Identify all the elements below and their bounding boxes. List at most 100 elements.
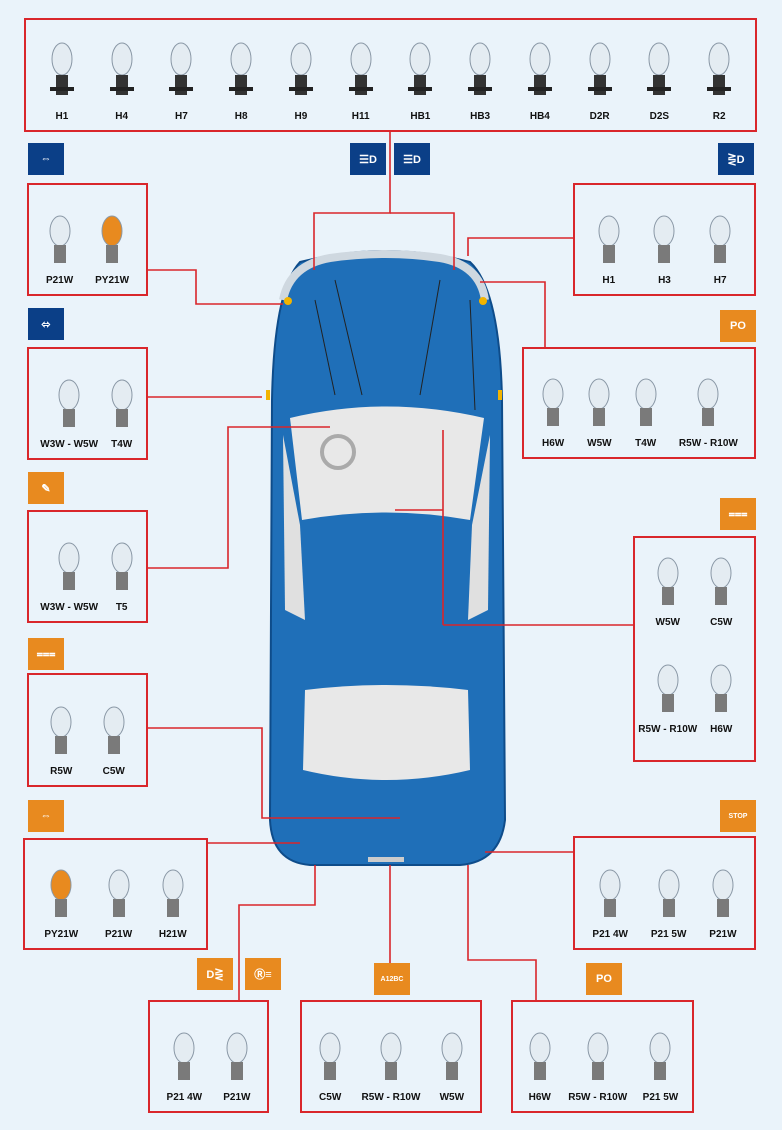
front-indicator-box: P21W PY21W bbox=[27, 183, 148, 296]
bulb-label: W5W bbox=[655, 617, 680, 628]
bulb-h8: H8 bbox=[228, 41, 254, 122]
bulb-label: H6W bbox=[528, 1092, 551, 1103]
bulb-icon bbox=[109, 42, 134, 95]
bulb-label: C5W bbox=[710, 617, 733, 628]
bulb-r5w-r10w: R5W - R10W bbox=[679, 376, 738, 449]
interior-light-icon: ✎ bbox=[28, 472, 64, 504]
bulb-label: P21W bbox=[709, 929, 737, 940]
bulb-label: P21W bbox=[104, 929, 133, 940]
bulb-icon bbox=[599, 869, 621, 917]
bulb-h7: H7 bbox=[168, 41, 194, 122]
high-beam-icon: ☰D bbox=[394, 143, 430, 175]
fog-lamp-box: H1 H3 H7 bbox=[573, 183, 756, 296]
boot-light-icon: ⩶ bbox=[28, 638, 64, 670]
bulb-icon bbox=[49, 215, 71, 263]
bulb-label: R2 bbox=[712, 111, 726, 122]
bulb-icon bbox=[111, 542, 133, 590]
bulb-w5w: W5W bbox=[641, 555, 695, 628]
bulb-icon bbox=[111, 379, 133, 427]
bulb-h6w: H6W bbox=[695, 662, 749, 735]
bulb-h1: H1 bbox=[596, 213, 622, 286]
bulb-icon bbox=[49, 42, 74, 95]
side-indicator-box: W3W - W5W T4W bbox=[27, 347, 148, 460]
bulb-t5: T5 bbox=[109, 540, 135, 613]
bulb-label: H1 bbox=[602, 275, 616, 286]
bulb-icon bbox=[649, 1032, 671, 1080]
bulb-icon bbox=[380, 1032, 402, 1080]
bulb-icon bbox=[169, 42, 194, 95]
bulb-h21w: H21W bbox=[159, 867, 187, 940]
bulb-icon bbox=[50, 706, 72, 754]
bulb-py21w: PY21W bbox=[95, 213, 129, 286]
bulb-icon bbox=[587, 42, 612, 95]
rear-fog-icon: D⋛ bbox=[197, 958, 233, 990]
bulb-label: H7 bbox=[713, 275, 727, 286]
bulb-icon bbox=[101, 215, 123, 263]
plate-light-box: C5W R5W - R10W W5W bbox=[300, 1000, 482, 1113]
bulb-icon bbox=[226, 1032, 248, 1080]
bulb-label: T4W bbox=[635, 438, 657, 449]
bulb-label: C5W bbox=[319, 1092, 342, 1103]
position-light-box: H6W W5W T4W R5W - R10W bbox=[522, 347, 756, 459]
bulb-hb4: HB4 bbox=[527, 41, 553, 122]
bulb-icon bbox=[587, 1032, 609, 1080]
position-light-icon: PO bbox=[720, 310, 756, 342]
bulb-label: H3 bbox=[658, 275, 671, 286]
rear-position-box: H6W R5W - R10W P21 5W bbox=[511, 1000, 694, 1113]
bulb-label: HB4 bbox=[529, 111, 550, 122]
bulb-p21-4w: P21 4W bbox=[592, 867, 628, 940]
bulb-label: W3W - W5W bbox=[40, 439, 99, 450]
bulb-t4w: T4W bbox=[633, 376, 659, 449]
reverse-light-icon: Ⓡ≡ bbox=[245, 958, 281, 990]
rear-indicator-box: PY21W P21W H21W bbox=[23, 838, 208, 950]
bulb-label: D2S bbox=[649, 111, 670, 122]
rear-indicator-icon: ⇔ bbox=[28, 800, 64, 832]
bulb-label: H11 bbox=[351, 111, 370, 122]
bulb-label: H9 bbox=[294, 111, 308, 122]
bulb-h7: H7 bbox=[707, 213, 733, 286]
bulb-p21w: P21W bbox=[709, 867, 737, 940]
bulb-icon bbox=[527, 42, 552, 95]
bulb-h9: H9 bbox=[288, 41, 314, 122]
bulb-icon bbox=[468, 42, 493, 95]
bulb-label: P21W bbox=[45, 275, 74, 286]
bulb-p21w: P21W bbox=[105, 867, 132, 940]
stop-light-box: P21 4W P21 5W P21W bbox=[573, 836, 756, 950]
bulb-label: H6W bbox=[542, 438, 565, 449]
side-indicator-icon: ⬄ bbox=[28, 308, 64, 340]
bulb-r5w: R5W bbox=[48, 704, 74, 777]
bulb-r5w-r10w: R5W - R10W bbox=[568, 1030, 627, 1103]
bulb-icon bbox=[319, 1032, 341, 1080]
bulb-label: R5W - R10W bbox=[361, 1092, 421, 1103]
rear-fog-box: P21 4W P21W bbox=[148, 1000, 269, 1113]
bulb-icon bbox=[229, 42, 254, 95]
bulb-w5w: W5W bbox=[586, 376, 612, 449]
bulb-r5w-r10w: R5W - R10W bbox=[361, 1030, 421, 1103]
plate-light-icon: A12BC bbox=[374, 963, 410, 995]
bulb-label: P21 4W bbox=[166, 1092, 203, 1103]
bulb-icon bbox=[441, 1032, 463, 1080]
bulb-label: H1 bbox=[55, 111, 69, 122]
bulb-label: R5W bbox=[50, 766, 73, 777]
bulb-label: PY21W bbox=[44, 929, 79, 940]
bulb-icon bbox=[710, 664, 732, 712]
bulb-r5w-r10w: R5W - R10W bbox=[638, 662, 697, 735]
bulb-label: H7 bbox=[174, 111, 188, 122]
bulb-icon bbox=[50, 869, 72, 917]
bulb-w3w-w5w: W3W - W5W bbox=[40, 540, 98, 613]
bulb-hb1: HB1 bbox=[407, 41, 433, 122]
bulb-label: T4W bbox=[111, 439, 133, 450]
bulb-label: W3W - W5W bbox=[40, 602, 99, 613]
bulb-label: C5W bbox=[102, 766, 125, 777]
bulb-label: R5W - R10W bbox=[678, 438, 738, 449]
bulb-label: R5W - R10W bbox=[568, 1092, 628, 1103]
bulb-h11: H11 bbox=[348, 41, 374, 122]
bulb-label: HB1 bbox=[410, 111, 431, 122]
bulb-icon bbox=[647, 42, 672, 95]
bulb-label: H8 bbox=[234, 111, 248, 122]
bulb-h4: H4 bbox=[109, 41, 135, 122]
bulb-c5w: C5W bbox=[101, 704, 127, 777]
interior-light-2-box: W5W C5W R5W - R10W H6W bbox=[633, 536, 756, 762]
